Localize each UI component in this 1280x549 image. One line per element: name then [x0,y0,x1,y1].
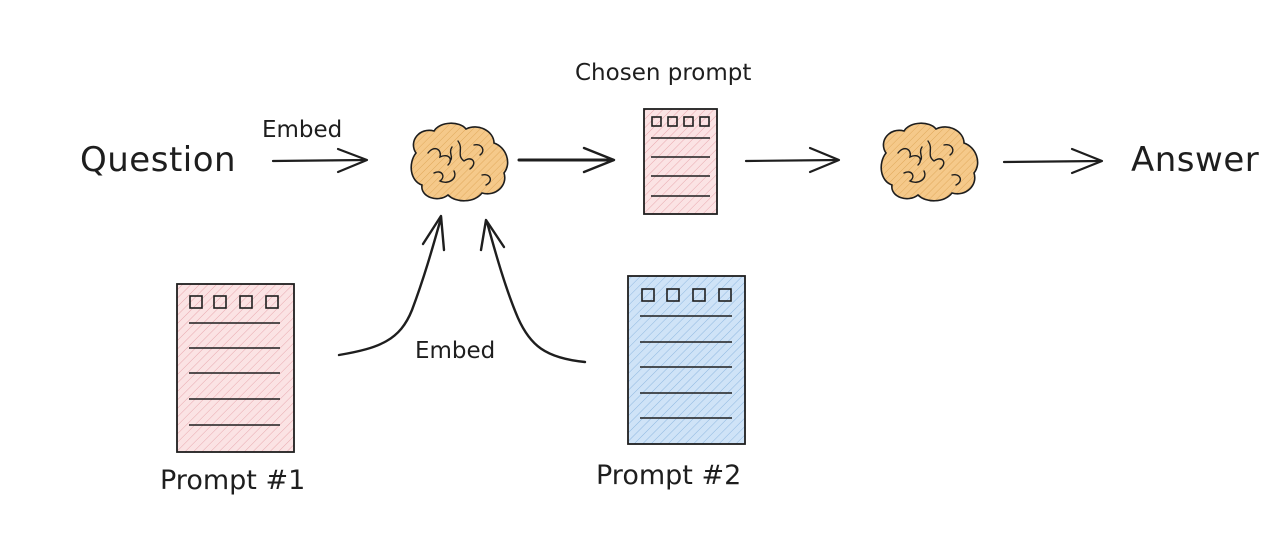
arrow-prompt-2-to-brain [479,218,587,364]
arrow-question-to-brain [271,147,369,174]
arrow-prompt-1-to-brain [337,214,446,357]
chosen-prompt-document-icon [643,108,718,215]
prompt-2-document-icon [627,275,746,445]
embed-label-bottom: Embed [415,338,496,364]
question-label: Question [80,140,237,180]
chosen-prompt-label: Chosen prompt [575,60,752,86]
arrow-chosen-prompt-to-brain [744,146,841,174]
arrow-brain-to-answer [1002,147,1104,175]
brain-icon [880,122,979,202]
prompt-2-label: Prompt #2 [596,460,742,491]
embed-label-top: Embed [262,117,343,143]
brain-icon [410,122,509,202]
prompt-1-document-icon [176,283,295,453]
answer-label: Answer [1131,140,1260,180]
arrow-brain-to-chosen-prompt [517,146,616,174]
prompt-1-label: Prompt #1 [160,465,306,496]
